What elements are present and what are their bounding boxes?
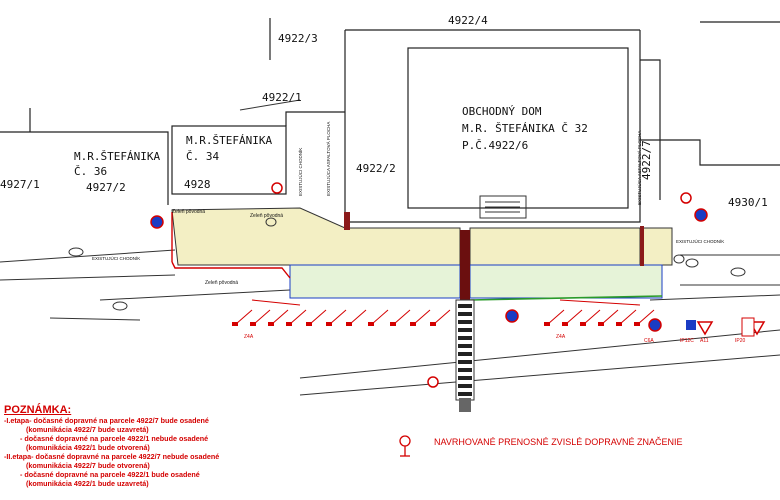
- sign-a11: A11: [700, 338, 709, 344]
- notes-title: POZNÁMKA:: [4, 404, 72, 416]
- sidewalk-label-right: EXISTUJÚCI CHODNÍK: [676, 238, 724, 244]
- sidewalk-label-left: EXISTUJÚCI CHODNÍK: [92, 255, 140, 261]
- asphalt-label-right: EXISTUJÚCA ASFALTOVÁ PLOCHA: [636, 131, 642, 205]
- crosswalk: [455, 299, 475, 412]
- parcel-labels: 4922/3 4922/4 4922/1 4922/2 4922/7 4930/…: [0, 14, 768, 209]
- work-area: [171, 195, 673, 301]
- note-line-9: (komunikácia 4922/1 bude uzavretá): [4, 479, 149, 488]
- asphalt-label-left: EXISTUJÚCA ASFALTOVÁ PLOCHA: [325, 122, 331, 196]
- shopping-center-parcel: P.Č.4922/6: [462, 139, 528, 152]
- shopping-center-address: M.R. ŠTEFÁNIKA Č 32: [462, 122, 588, 135]
- building-34-name: M.R.ŠTEFÁNIKA: [186, 134, 272, 147]
- shopping-center-title: OBCHODNÝ DOM: [462, 105, 542, 118]
- note-line-3: - dočasné dopravné na parcele 4922/1 neb…: [4, 434, 209, 443]
- z4a-markers: [232, 322, 640, 326]
- sign-z4a-left: Z4A: [244, 334, 254, 340]
- parcel-4930-1: 4930/1: [728, 196, 768, 209]
- parcel-4922-7: 4922/7: [640, 140, 653, 180]
- green-label-1: Zeleň pôvodná: [172, 209, 205, 215]
- green-label-3: Zeleň pôvodná: [205, 280, 238, 286]
- note-line-8: - dočasné dopravné na parcele 4922/1 bud…: [4, 470, 200, 479]
- road-lines: [0, 99, 780, 396]
- building-36-parcel: 4927/2: [86, 181, 126, 194]
- sign-ip12c: IP12C: [680, 338, 694, 344]
- note-line-4: (komunikácia 4922/1 bude otvorená): [4, 443, 150, 452]
- green-label-2: Zeleň pôvodná: [250, 213, 283, 219]
- parcel-4922-2: 4922/2: [356, 162, 396, 175]
- parcel-4927-1: 4927/1: [0, 178, 40, 191]
- legend: NAVRHOVANÉ PRENOSNÉ ZVISLÉ DOPRAVNÉ ZNAČ…: [396, 430, 726, 466]
- building-34-parcel: 4928: [184, 178, 211, 191]
- area-labels: Zeleň pôvodná Zeleň pôvodná Zeleň pôvodn…: [92, 122, 724, 286]
- z4a-arrows-left: [235, 299, 655, 325]
- parcel-4922-4: 4922/4: [448, 14, 488, 27]
- parcel-4922-3: 4922/3: [278, 32, 318, 45]
- round-signs: [150, 182, 766, 388]
- sidewalk-label-vertical: EXISTUJÚCI CHODNÍK: [297, 148, 303, 196]
- legend-text: NAVRHOVANÉ PRENOSNÉ ZVISLÉ DOPRAVNÉ ZNAČ…: [434, 437, 683, 447]
- legend-symbol: [399, 435, 411, 457]
- note-line-7: (komunikácia 4922/7 bude otvorená): [4, 461, 150, 470]
- building-labels: M.R.ŠTEFÁNIKA Č. 36 4927/2 M.R.ŠTEFÁNIKA…: [74, 105, 588, 194]
- notes-block: POZNÁMKA: -I.etapa- dočasné dopravné na …: [4, 404, 344, 488]
- building-36-number: Č. 36: [74, 165, 107, 178]
- building-34-number: Č. 34: [186, 150, 219, 163]
- sign-ip20: IP20: [735, 338, 746, 344]
- note-line-1: -I.etapa- dočasné dopravné na parcele 49…: [4, 416, 209, 425]
- ep-markers: [68, 217, 746, 311]
- sign-c6a: C6A: [644, 338, 654, 344]
- note-line-2: (komunikácia 4922/7 bude uzavretá): [4, 425, 149, 434]
- parcel-4922-1: 4922/1: [262, 91, 302, 104]
- sign-codes: Z4A Z4A C6A IP12C A11 IP20: [244, 334, 746, 344]
- building-36-name: M.R.ŠTEFÁNIKA: [74, 150, 160, 163]
- building-outlines: [0, 18, 780, 223]
- note-line-6: -II.etapa- dočasné dopravné na parcele 4…: [4, 452, 220, 461]
- sign-z4a-right: Z4A: [556, 334, 566, 340]
- barriers: [171, 212, 644, 302]
